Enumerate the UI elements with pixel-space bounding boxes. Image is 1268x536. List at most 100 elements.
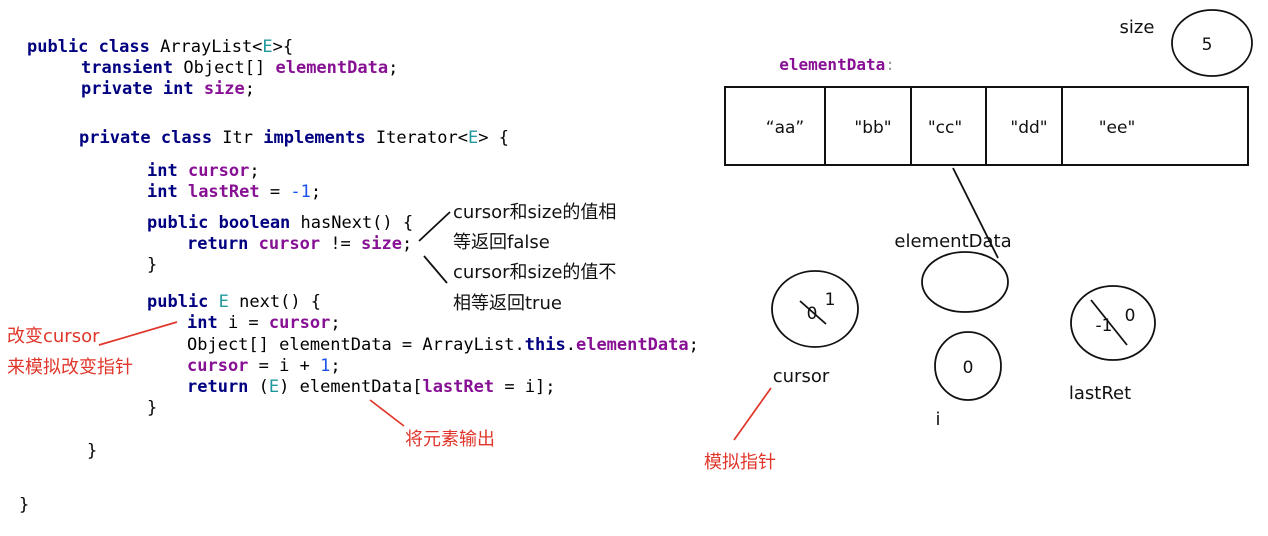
code-line: transient Object[] elementData; <box>81 57 398 79</box>
field-name-token: cursor <box>187 356 249 376</box>
code-text-token: ; <box>401 234 413 254</box>
array-label-suffix: : <box>885 55 895 74</box>
code-text-token: } <box>19 495 30 515</box>
output-element-pointer-line <box>369 399 405 427</box>
keyword-token: int <box>187 313 218 333</box>
array-cell-value: "dd" <box>1010 118 1048 138</box>
field-name-token: size <box>203 79 245 99</box>
lastret-circle <box>1070 285 1156 361</box>
code-line: cursor = i + 1; <box>187 355 341 377</box>
type-parameter-token: E <box>268 377 280 397</box>
simulate-pointer-line <box>733 387 772 441</box>
code-line: } <box>147 254 157 276</box>
field-name-token: size <box>361 234 402 254</box>
type-parameter-token: E <box>467 128 479 148</box>
code-line: } <box>19 494 29 516</box>
i-label: i <box>935 409 941 430</box>
code-text-token: > { <box>478 128 509 148</box>
hasnext-equal-note-line1: cursor和size的值相 <box>453 202 617 223</box>
code-text-token: Object[] elementData = ArrayList. <box>187 335 525 355</box>
code-line: Object[] elementData = ArrayList.this.el… <box>187 334 699 356</box>
lastret-label: lastRet <box>1068 383 1132 404</box>
iterator-elementdata-circle <box>921 251 1009 313</box>
iterator-elementdata-label: elementData <box>894 231 1012 252</box>
field-name-token: lastRet <box>187 182 260 202</box>
hasnext-equal-pointer-line <box>418 211 451 242</box>
field-name-token: cursor <box>187 161 250 181</box>
code-text-token: i = <box>217 313 269 333</box>
change-cursor-note-line2: 来模拟改变指针 <box>7 357 133 378</box>
cursor-old-value: 0 <box>806 304 818 324</box>
code-line: public class ArrayList<E>{ <box>27 36 293 58</box>
array-cell-value: “aa” <box>765 118 805 138</box>
code-text-token: Iterator< <box>365 128 468 148</box>
code-text-token: ArrayList< <box>149 37 263 57</box>
array-label: elementData: <box>760 32 895 74</box>
cursor-new-value: 1 <box>824 290 836 310</box>
code-text-token: next() { <box>228 292 322 312</box>
array-cell-value: "bb" <box>854 118 892 138</box>
keyword-token: private class <box>79 128 213 148</box>
keyword-token: int <box>147 182 188 202</box>
code-text-token: Itr <box>212 128 264 148</box>
number-literal-token: 1 <box>320 356 331 376</box>
code-line: int lastRet = -1; <box>147 181 321 203</box>
code-line: } <box>147 397 157 419</box>
code-text-token: ; <box>330 313 341 333</box>
keyword-token: return <box>187 377 249 397</box>
keyword-token: public <box>147 292 219 312</box>
array-cell-value: "ee" <box>1098 118 1136 138</box>
code-text-token: = i + <box>248 356 321 376</box>
code-line: return cursor != size; <box>187 233 412 255</box>
field-name-token: elementData <box>275 58 389 78</box>
hasnext-not-equal-note-line2: 相等返回true <box>453 293 562 314</box>
field-name-token: lastRet <box>422 377 495 397</box>
array-reference-line <box>952 167 999 259</box>
code-text-token: } <box>147 255 158 275</box>
code-text-token: ; <box>388 58 399 78</box>
output-element-note: 将元素输出 <box>405 429 495 450</box>
keyword-token: int <box>147 161 188 181</box>
code-line: return (E) elementData[lastRet = i]; <box>187 376 556 398</box>
code-text-token: } <box>147 398 158 418</box>
field-name-token: cursor <box>258 234 321 254</box>
code-text-token: ; <box>249 161 260 181</box>
keyword-token: this <box>524 335 566 355</box>
keyword-token: implements <box>263 128 366 148</box>
cursor-label: cursor <box>772 366 830 387</box>
lastret-old-value: -1 <box>1095 316 1113 336</box>
cursor-old-value-strike <box>799 300 827 325</box>
keyword-token: return <box>187 234 259 254</box>
i-value: 0 <box>962 358 974 378</box>
code-text-token: = i]; <box>494 377 556 397</box>
type-parameter-token: E <box>218 292 229 312</box>
type-parameter-token: E <box>262 37 273 57</box>
change-cursor-note-line1: 改变cursor <box>7 326 100 347</box>
code-text-token: ; <box>244 79 256 99</box>
array-label-name: elementData <box>779 55 886 74</box>
code-text-token: hasNext() { <box>290 213 414 233</box>
code-text-token: = <box>259 182 291 202</box>
code-line: public boolean hasNext() { <box>147 212 413 234</box>
code-text-token: ) elementData[ <box>279 377 423 397</box>
i-circle <box>934 331 1002 401</box>
hasnext-equal-note-line2: 等返回false <box>453 232 550 253</box>
code-line: private int size; <box>81 78 255 100</box>
code-line: private class Itr implements Iterator<E>… <box>79 127 509 149</box>
code-line: public E next() { <box>147 291 321 313</box>
keyword-token: transient <box>81 58 174 78</box>
cursor-circle <box>771 270 859 348</box>
hasnext-not-equal-pointer-line <box>423 255 448 284</box>
lastret-new-value: 0 <box>1124 306 1136 326</box>
change-cursor-pointer-line <box>98 321 178 346</box>
code-text-token: ; <box>688 335 699 355</box>
code-text-token: Object[] <box>173 58 276 78</box>
field-name-token: elementData <box>575 335 689 355</box>
code-text-token: ; <box>310 182 322 202</box>
code-text-token: ( <box>248 377 269 397</box>
keyword-token: public boolean <box>147 213 291 233</box>
simulate-pointer-note: 模拟指针 <box>704 452 776 473</box>
size-value: 5 <box>1201 35 1213 55</box>
number-literal-token: -1 <box>290 182 311 202</box>
